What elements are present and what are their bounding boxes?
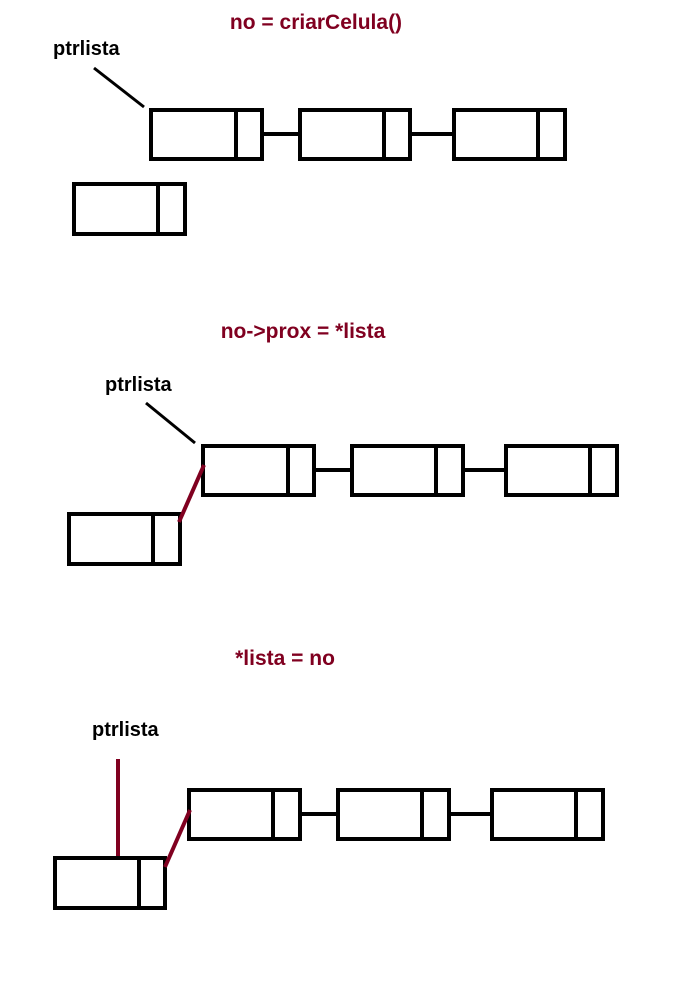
cell-box — [504, 444, 619, 497]
step-1: no = criarCelula() ptrlista — [53, 11, 567, 236]
step-2-list-cell-2 — [350, 444, 465, 497]
step-2-list-cell-1 — [201, 444, 316, 497]
step-2-new-node — [67, 512, 182, 566]
cell-box — [72, 182, 187, 236]
cell-box — [201, 444, 316, 497]
cell-box — [452, 108, 567, 161]
step-1-new-node — [72, 182, 187, 236]
step-3-new-node-next-link — [163, 809, 192, 868]
cell-box — [67, 512, 182, 566]
cell-box — [149, 108, 264, 161]
step-2-ptrlista-pointer — [145, 401, 196, 445]
step-2-new-node-next-link — [177, 464, 206, 523]
step-2: no->prox = *lista ptrlista — [67, 320, 619, 566]
step-2-list-cell-3 — [504, 444, 619, 497]
step-3-list-cell-1 — [187, 788, 302, 841]
cell-box — [490, 788, 605, 841]
step-3-new-node — [53, 856, 167, 910]
cell-box — [187, 788, 302, 841]
step-3-pointer-label: ptrlista — [92, 719, 160, 741]
step-1-list-cell-2 — [298, 108, 412, 161]
step-1-list-cell-1 — [149, 108, 264, 161]
step-1-title: no = criarCelula() — [230, 11, 402, 34]
cell-box — [336, 788, 451, 841]
step-3: *lista = no ptrlista — [53, 647, 605, 910]
step-1-ptrlista-pointer — [93, 66, 145, 109]
step-2-title: no->prox = *lista — [221, 320, 386, 343]
step-1-pointer-label: ptrlista — [53, 38, 121, 60]
step-3-list-cell-2 — [336, 788, 451, 841]
step-2-pointer-label: ptrlista — [105, 374, 173, 396]
step-3-list-cell-3 — [490, 788, 605, 841]
cell-box — [298, 108, 412, 161]
cell-box — [53, 856, 167, 910]
step-3-title: *lista = no — [235, 647, 335, 670]
cell-box — [350, 444, 465, 497]
step-1-list-cell-3 — [452, 108, 567, 161]
